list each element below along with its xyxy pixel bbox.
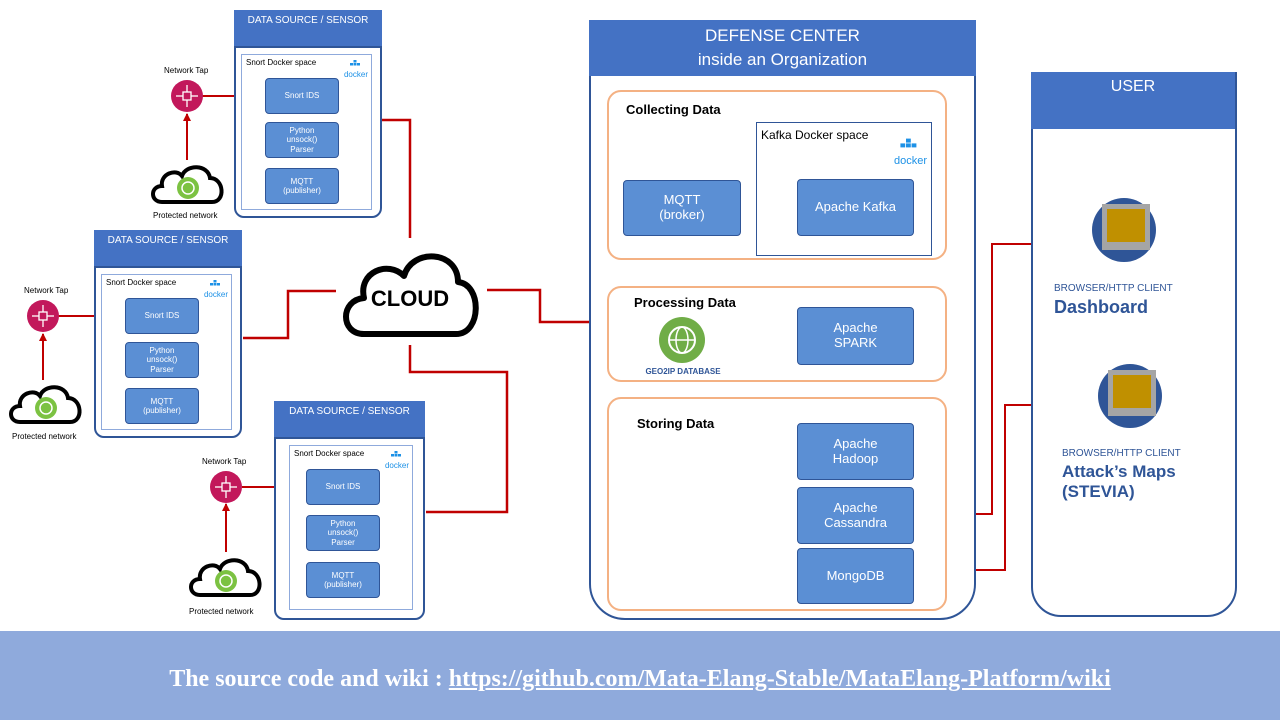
- sensor3-header: DATA SOURCE / SENSOR: [274, 401, 425, 437]
- mqtt-publisher-box: MQTT (publisher): [265, 168, 339, 204]
- monitor-icon: [1092, 198, 1156, 262]
- docker-space-label: Snort Docker space: [294, 449, 365, 458]
- network-tap-label: Network Tap: [202, 457, 247, 466]
- apache-cassandra-box: Apache Cassandra: [797, 487, 914, 544]
- processing-title: Processing Data: [634, 295, 736, 310]
- apache-spark-box: Apache SPARK: [797, 307, 914, 365]
- client2-caption: BROWSER/HTTP CLIENT: [1062, 448, 1181, 459]
- globe-icon: [659, 317, 705, 363]
- user-frame: [1031, 72, 1237, 617]
- sensor2-header: DATA SOURCE / SENSOR: [94, 230, 242, 266]
- snort-ids-box: Snort IDS: [306, 469, 380, 505]
- snort-ids-box: Snort IDS: [265, 78, 339, 114]
- mqtt-publisher-box: MQTT (publisher): [125, 388, 199, 424]
- mqtt-broker-box: MQTT (broker): [623, 180, 741, 236]
- network-tap-icon: [210, 471, 242, 503]
- footer-prefix: The source code and wiki :: [169, 666, 449, 692]
- cloud-defense-link: [487, 288, 590, 324]
- mongodb-box: MongoDB: [797, 548, 914, 604]
- network-tap-icon: [27, 300, 59, 332]
- network-tap-label: Network Tap: [24, 286, 69, 295]
- sensor1-header: DATA SOURCE / SENSOR: [234, 10, 382, 46]
- protected-network-cloud-icon: [189, 558, 262, 597]
- snort-ids-box: Snort IDS: [125, 298, 199, 334]
- network-tap-label: Network Tap: [164, 66, 209, 75]
- attack-maps-label: Attack’s Maps (STEVIA): [1062, 462, 1176, 501]
- footer-bar: [0, 631, 1280, 720]
- user-header: USER: [1031, 72, 1235, 129]
- docker-icon: docker: [385, 450, 409, 470]
- python-parser-box: Python unsock() Parser: [265, 122, 339, 158]
- geoip-label: GEO2IP DATABASE: [645, 367, 721, 376]
- apache-hadoop-box: Apache Hadoop: [797, 423, 914, 480]
- defense-subtitle: inside an Organization: [697, 50, 868, 69]
- protected-network-label: Protected network: [189, 607, 254, 616]
- protected-network-cloud-icon: [151, 165, 224, 204]
- python-parser-box: Python unsock() Parser: [306, 515, 380, 551]
- monitor-icon: [1098, 364, 1162, 428]
- protected-network-label: Protected network: [153, 211, 218, 220]
- sensor2-cloud-link: [243, 289, 336, 340]
- cloud-icon: [343, 253, 479, 337]
- docker-icon: docker: [344, 59, 368, 79]
- cloud-label: CLOUD: [370, 286, 450, 311]
- kafka-space-label: Kafka Docker space: [761, 128, 869, 142]
- sensor3-cloud-link: [408, 345, 509, 514]
- apache-kafka-box: Apache Kafka: [797, 179, 914, 236]
- collecting-title: Collecting Data: [626, 102, 721, 117]
- docker-icon: docker: [894, 137, 927, 167]
- docker-space-label: Snort Docker space: [106, 278, 177, 287]
- mqtt-publisher-box: MQTT (publisher): [306, 562, 380, 598]
- client1-caption: BROWSER/HTTP CLIENT: [1054, 283, 1173, 294]
- wiki-link[interactable]: https://github.com/Mata-Elang-Stable/Mat…: [448, 666, 1111, 692]
- defense-center-header: DEFENSE CENTER inside an Organization: [589, 20, 976, 76]
- docker-space-label: Snort Docker space: [246, 58, 317, 67]
- docker-icon: docker: [204, 279, 228, 299]
- storing-title: Storing Data: [637, 416, 715, 431]
- dashboard-label: Dashboard: [1054, 297, 1149, 317]
- network-tap-icon: [171, 80, 203, 112]
- footer-text: The source code and wiki : https://githu…: [0, 666, 1280, 693]
- protected-network-cloud-icon: [9, 385, 82, 424]
- defense-title: DEFENSE CENTER: [705, 26, 860, 45]
- python-parser-box: Python unsock() Parser: [125, 342, 199, 378]
- protected-network-label: Protected network: [12, 432, 77, 441]
